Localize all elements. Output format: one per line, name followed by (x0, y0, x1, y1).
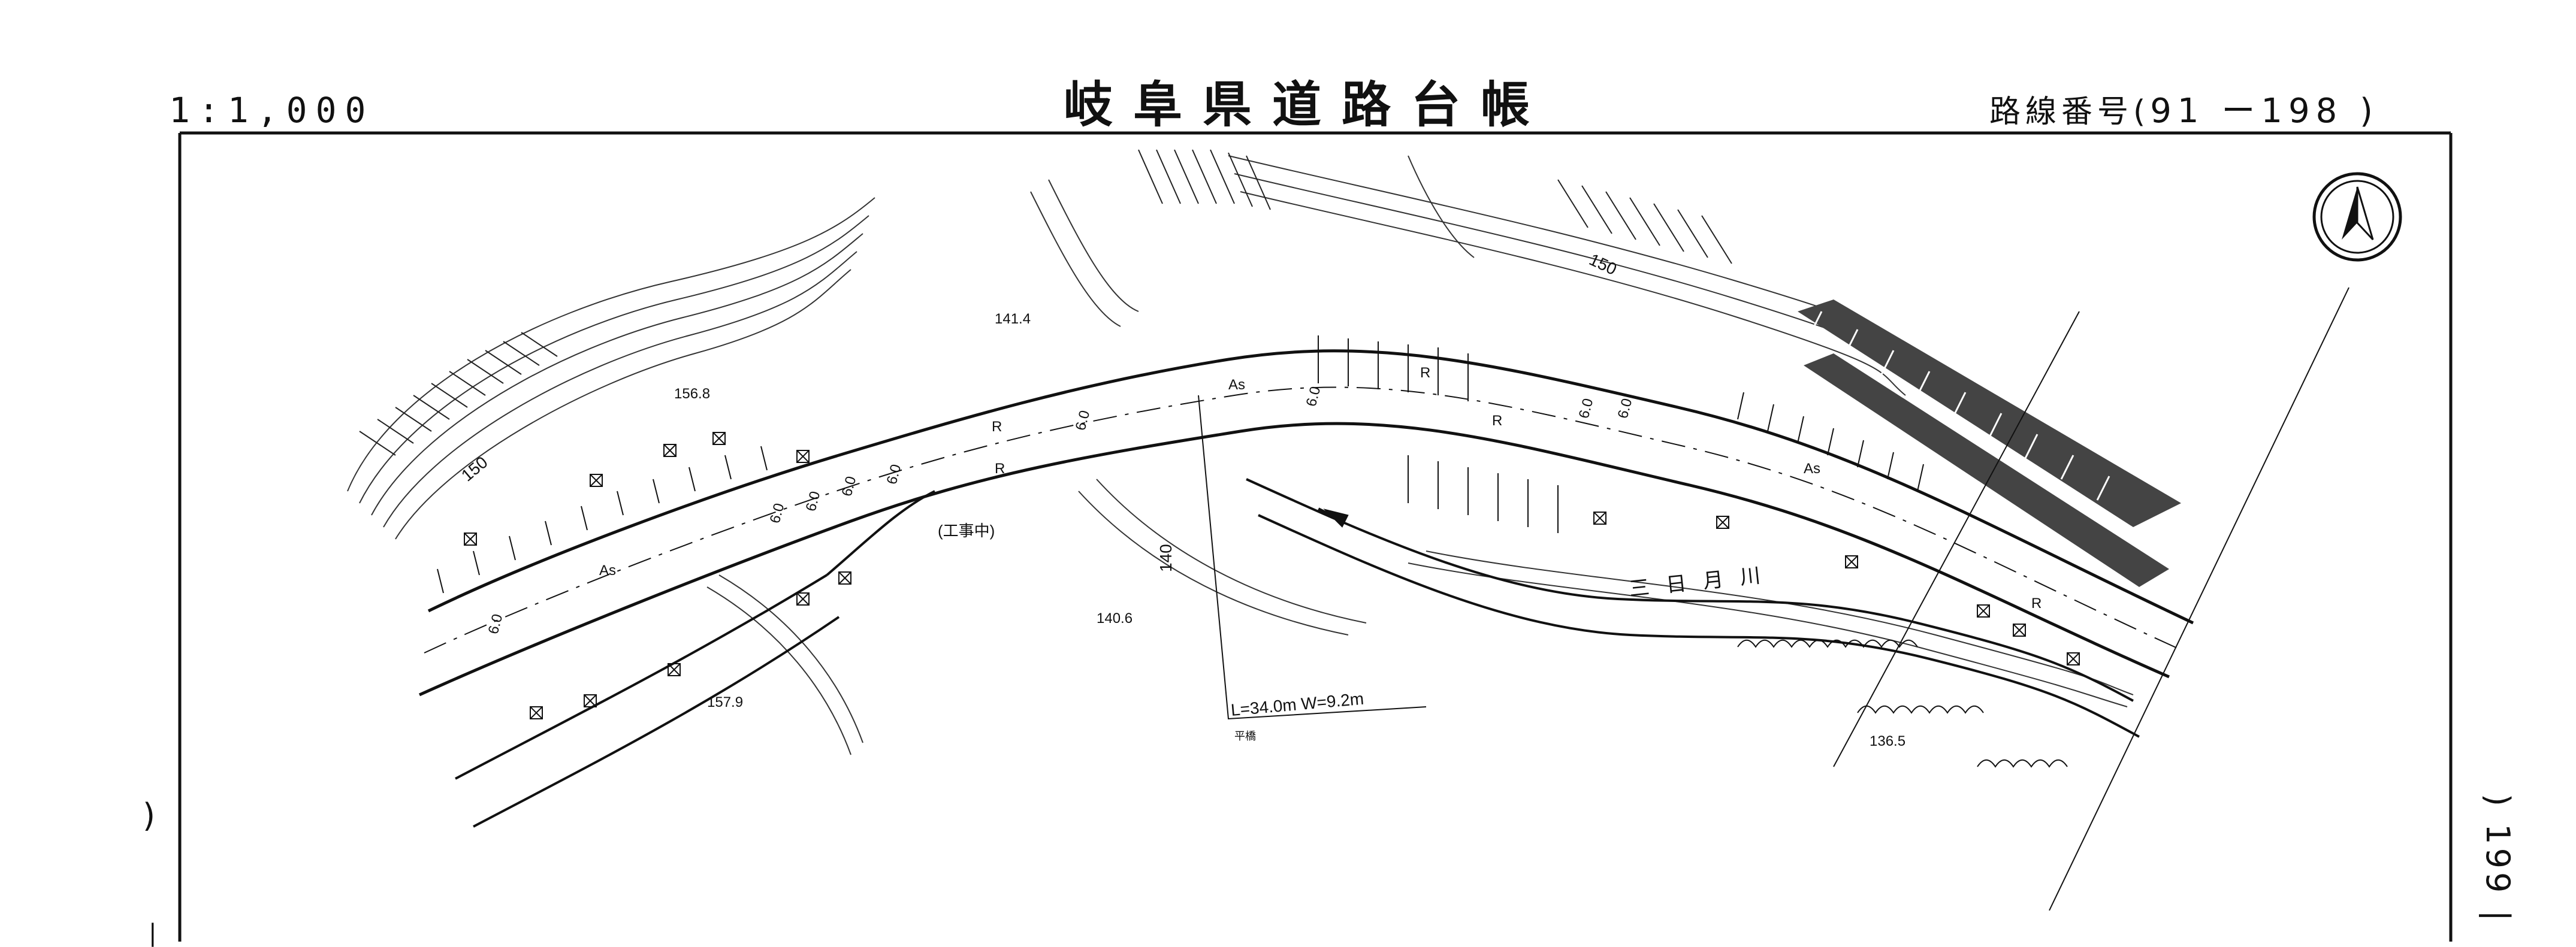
surface-mark: R (992, 419, 1002, 435)
contour-label: 140 (1156, 544, 1175, 572)
surface-mark: As (1228, 377, 1245, 393)
riverbank-rocks (1737, 639, 2068, 768)
main-road (418, 349, 2194, 697)
bridge-leader (1198, 395, 1427, 720)
elevation-label: 156.8 (674, 386, 710, 402)
terrain-contours (347, 155, 2134, 755)
left-margin-mark: ) (143, 797, 156, 834)
road-width-label: 6.0 (1303, 385, 1324, 408)
river (1246, 478, 2140, 738)
road-width-label: 6.0 (1615, 397, 1636, 420)
north-arrow-icon (2312, 172, 2402, 262)
left-margin-tick: | (149, 919, 157, 947)
road-width-label: 6.0 (1576, 397, 1597, 420)
route-numbers: 91 ー198 ) (2150, 92, 2379, 131)
branch-road (455, 490, 935, 828)
road-width-label: 6.0 (839, 474, 860, 498)
sheet-join-line (2049, 287, 2349, 911)
bridge-name: 平橋 (1234, 730, 1256, 742)
slope-hatching (359, 149, 1732, 456)
elevation-label: 157.9 (707, 694, 743, 710)
elevation-label: 140.6 (1097, 610, 1133, 627)
route-label: 路線番号( (1989, 94, 2151, 130)
surface-mark: As (599, 562, 616, 579)
route-number: 路線番号(91 ー198 ) (1989, 84, 2379, 132)
road-width-label: 6.0 (485, 612, 506, 636)
surface-mark: R (1420, 365, 1430, 381)
road-width-label: 6.0 (767, 501, 788, 525)
road-width-label: 6.0 (803, 489, 824, 513)
contour-label: 150 (1586, 250, 1619, 279)
surface-mark: As (1804, 461, 1820, 477)
river-name: 三日月川 (1628, 562, 1778, 601)
contour-label: 150 (458, 453, 491, 485)
road-slope-ticks (437, 335, 1924, 594)
road-width-label: 6.0 (1073, 409, 1094, 432)
surface-mark: R (995, 461, 1005, 477)
surface-mark: R (2031, 595, 2042, 612)
survey-markers (464, 432, 2080, 719)
surface-mark: R (1492, 413, 1502, 429)
construction-label: (工事中) (938, 522, 995, 540)
embankment-block (1798, 299, 2181, 587)
map-labels: 156.8 141.4 140.6 157.9 136.5 150 150 14… (458, 250, 2042, 749)
section-line (1833, 311, 2080, 767)
sheet-number: ) 199 | (2479, 794, 2517, 925)
map-scale: 1:1,000 (169, 90, 375, 131)
elevation-label: 136.5 (1870, 733, 1905, 749)
elevation-label: 141.4 (995, 311, 1031, 327)
page-title: 岐阜県道路台帳 (1064, 77, 1551, 134)
road-width-label: 6.0 (884, 462, 905, 486)
